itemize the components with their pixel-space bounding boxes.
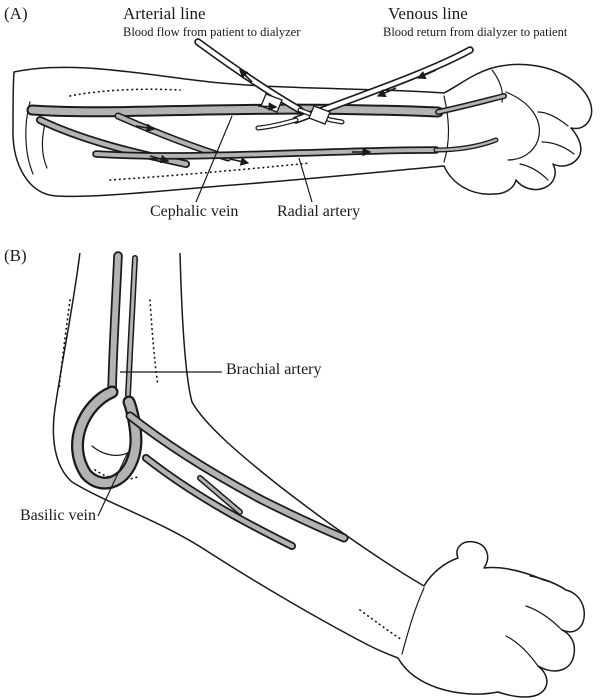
basilic-vein-label: Basilic vein <box>20 507 96 524</box>
flow-arrows <box>135 69 437 166</box>
vein-connector <box>197 475 243 515</box>
panel-a-tag: (A) <box>4 4 28 23</box>
panel-a-leaders <box>195 115 313 203</box>
cephalic-vein-label: Cephalic vein <box>150 203 239 220</box>
basilic-vein-vessel <box>125 411 349 543</box>
forearm-vein-branch <box>142 454 296 550</box>
arterial-line-title: Arterial line <box>123 4 206 23</box>
companion-vein <box>125 255 138 398</box>
venous-line-title: Venous line <box>388 4 468 23</box>
vein-branch-1 <box>36 116 190 168</box>
radial-artery-label: Radial artery <box>277 203 361 220</box>
cephalic-vein-leader <box>195 115 233 203</box>
panel-a-drawing <box>12 38 593 203</box>
arterial-line-subtitle: Blood flow from patient to dialyzer <box>123 25 301 39</box>
panel-b-vessels <box>71 251 349 550</box>
brachial-artery-label: Brachial artery <box>226 361 322 378</box>
panel-b-tag: (B) <box>4 246 27 265</box>
hand-vessels <box>433 93 507 153</box>
needle-hub-venous <box>308 105 331 125</box>
radial-artery-vessel <box>92 146 440 160</box>
forearm-and-hand-outline <box>12 63 593 198</box>
panel-b-leaders <box>97 371 222 517</box>
cephalic-vein-vessel <box>26 103 444 118</box>
panel-a-vessels <box>26 93 507 168</box>
radial-artery-leader <box>298 157 313 203</box>
brachial-artery-vessel <box>107 251 123 397</box>
venous-line-subtitle: Blood return from dialyzer to patient <box>383 25 568 39</box>
panel-b-drawing <box>52 246 585 698</box>
basilic-vein-leader <box>97 451 129 517</box>
